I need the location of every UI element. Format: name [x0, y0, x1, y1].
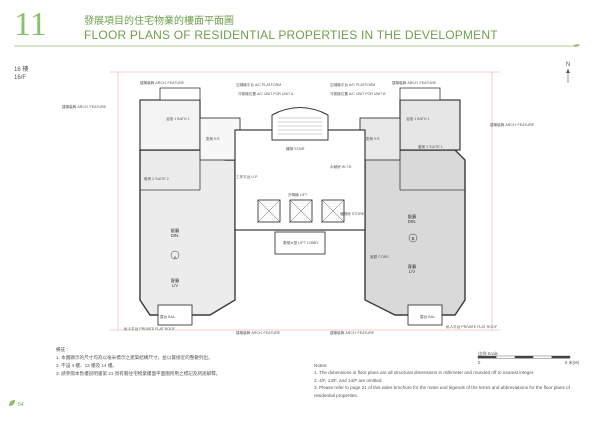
flat-b: [359, 87, 466, 326]
section-number: 11: [14, 6, 47, 43]
scale-end: 5 米(M): [565, 360, 579, 365]
room-dining-b-en: DIN.: [408, 219, 416, 224]
scale-label: 比例 Scale: [478, 351, 499, 356]
room-wtr: 水錶房 W.T.R.: [330, 164, 352, 169]
notes-zh-item: 2. 不設 4 樓、13 樓及 14 樓。: [56, 363, 118, 368]
scale-zero: 0: [478, 360, 481, 365]
dimension-lines: [110, 71, 500, 331]
notes-en-heading: Notes:: [314, 363, 328, 368]
floor-label-en: 16/F: [14, 75, 27, 81]
callout-arch-feature-top-left: 建築裝飾 ARCH. FEATURE: [140, 80, 185, 85]
callout-arch-feature-bottom-a: 建築裝飾 ARCH. FEATURE: [236, 330, 281, 335]
section-title-zh: 發展項目的住宅物業的樓面平面圖: [84, 16, 234, 27]
room-living-a-en: L/V: [172, 283, 178, 288]
room-suite-a: 套房 2 SUITE 2: [144, 176, 169, 181]
callout-arch-feature-bottom-b: 建築裝飾 ARCH. FEATURE: [330, 330, 375, 335]
notes-zh: 備註 : 1. 本圖顯示的尺寸均為以毫米標示之建築結構尺寸，並以最接近的整數列出…: [56, 346, 220, 378]
floor-label-zh: 16 樓: [14, 67, 29, 73]
room-utility: 工作平台 U.P.: [236, 174, 258, 179]
callout-flat-roof-b: 私人平台 PRIVATE FLAT ROOF: [446, 324, 498, 329]
notes-en-item: 3. Please refer to page 21 of this sales…: [314, 385, 570, 398]
callout-ac-unit-a: 冷氣機位置 A/C UNIT FOR UNIT A: [238, 91, 294, 96]
notes-en: Notes: 1. The dimensions in floor plans …: [314, 362, 584, 399]
north-label: N: [565, 62, 571, 68]
callout-ac-platform-a: 空調機平台 A/C PLATFORM: [236, 82, 281, 87]
callout-arch-feature-right: 建築裝飾 ARCH. FEATURE: [490, 122, 535, 127]
notes-zh-item: 3. 請參閱本售樓說明書第 21 頁有關住宅物業樓面平面圖所用之標記及詞語解釋。: [56, 371, 221, 376]
callout-flat-roof-a: 私人平台 PRIVATE FLAT ROOF: [124, 326, 176, 331]
scale-bar: [477, 355, 571, 359]
notes-zh-item: 1. 本圖顯示的尺寸均為以毫米標示之建築結構尺寸，並以最接近的整數列出。: [56, 355, 213, 360]
core: [234, 107, 366, 255]
room-dining-a-en: DIN.: [171, 233, 179, 238]
callout-arch-feature-top-right: 建築裝飾 ARCH. FEATURE: [392, 80, 437, 85]
callout-arch-feature-left: 建築裝飾 ARCH. FEATURE: [62, 104, 107, 109]
room-living-b-en: L/V: [409, 269, 415, 274]
notes-en-item: 1. The dimensions in floor plans are all…: [314, 370, 535, 376]
room-kitchen-b: 廚房 KIT.: [366, 136, 381, 141]
room-stair: 樓梯 STAIR: [286, 146, 305, 151]
callout-ac-unit-b: 冷氣機位置 A/C UNIT FOR UNIT B: [330, 91, 386, 96]
north-arrow: N: [558, 62, 578, 86]
notes-zh-heading: 備註 :: [56, 347, 68, 352]
room-store: 儲物房 STORE: [340, 211, 365, 216]
room-suite-b: 套房 1 SUITE 1: [418, 144, 443, 149]
room-dining-a: 飯廳: [171, 227, 180, 234]
floor-label: 16 樓 16/F: [14, 66, 28, 82]
room-living-b: 客廳: [408, 263, 417, 270]
room-living-a: 客廳: [171, 277, 180, 284]
room-kitchen-a: 廚房 KIT.: [206, 136, 221, 141]
section-title-en: FLOOR PLANS OF RESIDENTIAL PROPERTIES IN…: [84, 28, 498, 42]
room-dining-b: 飯廳: [408, 213, 417, 220]
room-bal-a: 露台 BAL.: [160, 314, 176, 319]
header-rule: [14, 44, 580, 47]
flat-a-mark: A: [174, 255, 177, 260]
room-lift-lobby: 電梯大堂 LIFT LOBBY: [283, 240, 319, 245]
page-number: 54: [18, 402, 24, 408]
notes-en-item: 2. 4/F, 13/F, and 14/F are omitted.: [314, 377, 383, 383]
leaf-icon: [9, 400, 15, 406]
room-cons: 客廳 CONS.: [370, 254, 390, 259]
flat-b-mark: B: [412, 236, 415, 241]
flat-a: [139, 87, 241, 326]
north-arrow-icon: [566, 69, 570, 83]
callout-ac-platform-b: 空調機平台 A/C PLATFORM: [330, 82, 375, 87]
room-bath-b: 浴室 1 BATH 1: [406, 116, 430, 121]
room-bath-a: 浴室 1 BATH 1: [166, 116, 190, 121]
room-lift: 升降機 LIFT: [288, 192, 308, 197]
room-bal-b: 露台 BAL.: [420, 314, 436, 319]
